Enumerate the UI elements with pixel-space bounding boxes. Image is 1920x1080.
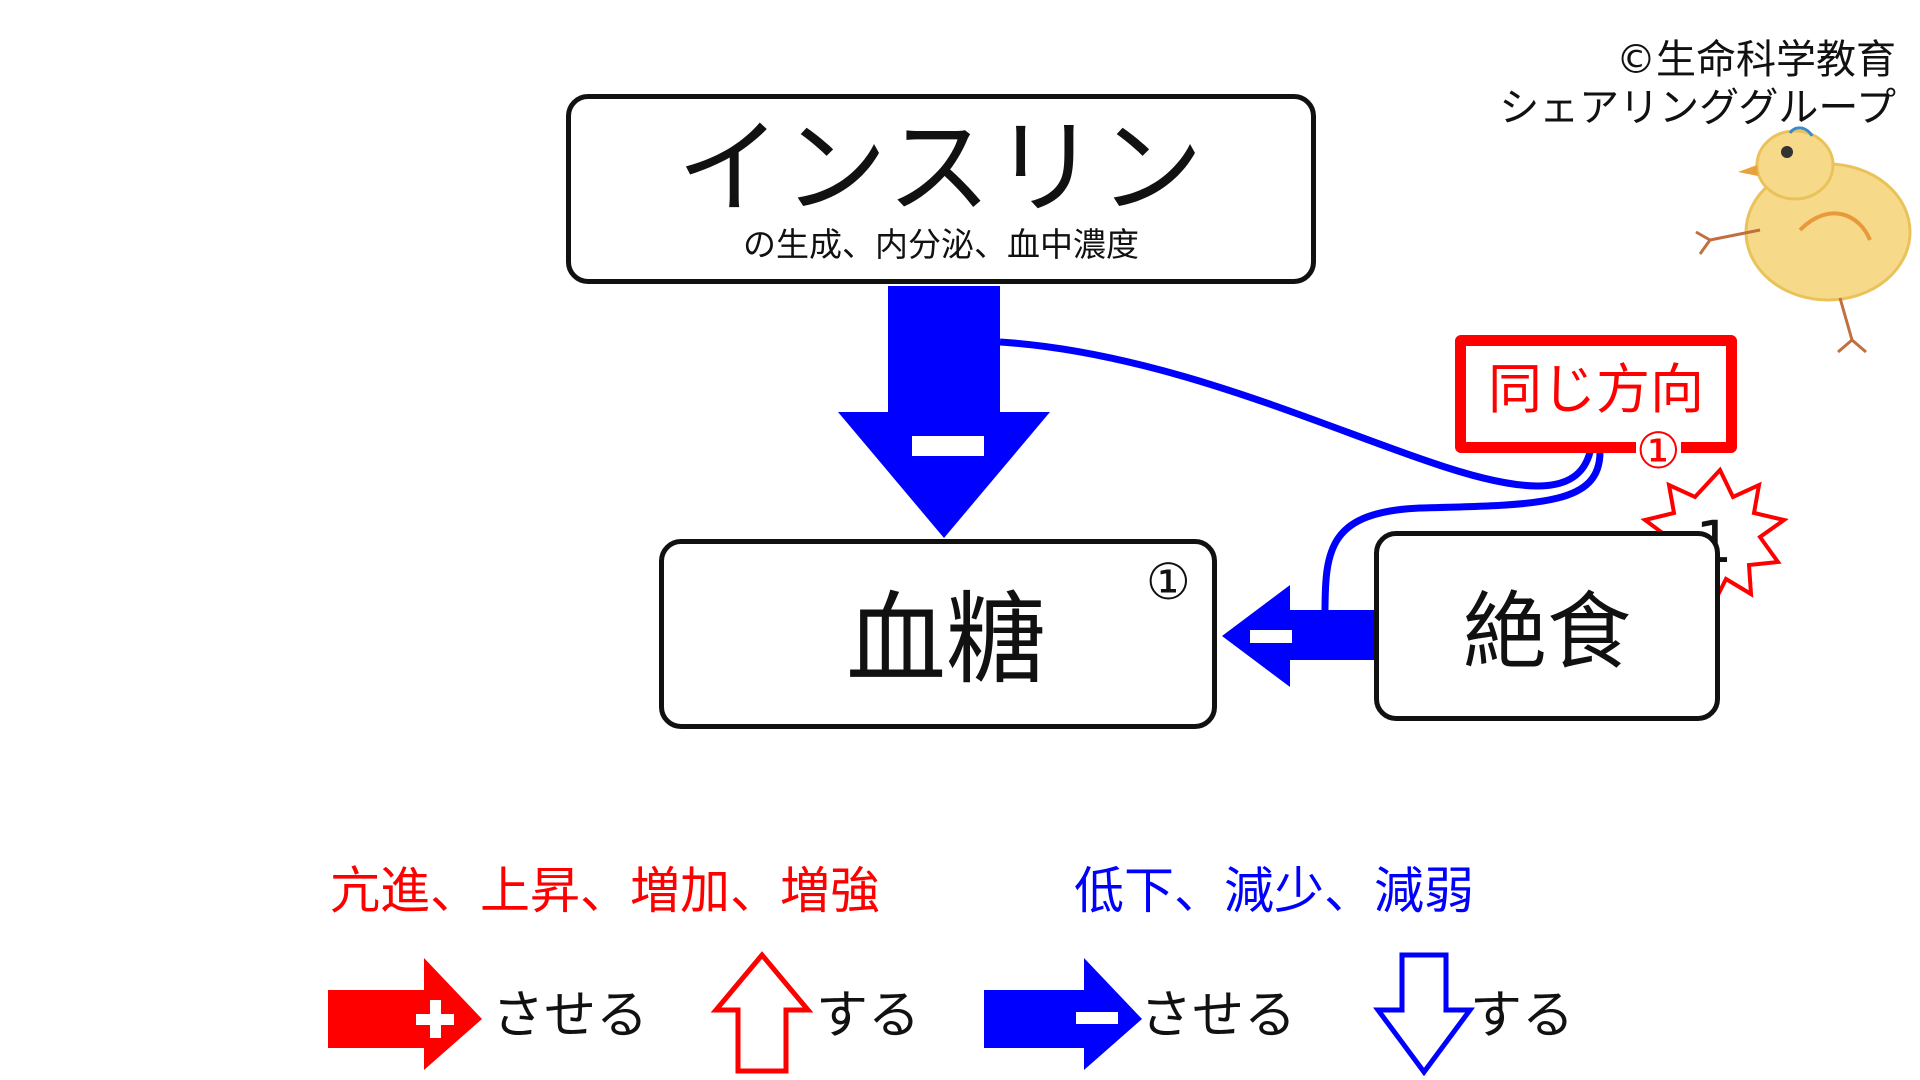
copyright-credit: ©生命科学教育 シェアリンググループ <box>1499 36 1896 132</box>
legend-positive-arrow-label: させる <box>492 986 649 1046</box>
legend-decrease-words: 低下、減少、減弱 <box>1074 862 1474 920</box>
insulin-arrow-minus-sign <box>912 436 984 456</box>
legend-down-arrow-label: する <box>1470 986 1575 1046</box>
legend-minus-sign <box>1076 1012 1118 1024</box>
fasting-arrow-minus-sign <box>1250 630 1292 643</box>
same-direction-to-fasting-arrow-line <box>1321 451 1604 613</box>
same-direction-label: 同じ方向 <box>1488 358 1704 421</box>
insulin-to-blood-sugar-arrow <box>838 286 1050 538</box>
blood-sugar-badge: ① <box>1146 553 1191 611</box>
legend-up-arrow-label: する <box>816 986 921 1046</box>
same-direction-badge: ① <box>1636 422 1681 480</box>
chick-doodle-icon <box>1695 126 1912 354</box>
same-direction-box: 同じ方向 <box>1455 335 1737 453</box>
legend-down-arrow-icon <box>1373 952 1475 1077</box>
legend-plus-vertical <box>430 1000 441 1038</box>
insulin-to-same-direction-line <box>999 338 1594 490</box>
insulin-subtitle: の生成、内分泌、血中濃度 <box>743 225 1139 264</box>
legend-positive-arrow-icon <box>328 958 482 1070</box>
insulin-title: インスリン <box>677 107 1205 229</box>
legend-negative-arrow-icon <box>984 958 1142 1070</box>
copyright-line-1: ©生命科学教育 <box>1616 37 1896 83</box>
fasting-label: 絶食 <box>1462 583 1631 681</box>
copyright-line-2: シェアリンググループ <box>1499 85 1896 131</box>
fasting-to-blood-sugar-arrow <box>1222 585 1374 687</box>
legend-negative-arrow-label: させる <box>1140 986 1297 1046</box>
legend-up-arrow-icon <box>710 951 814 1074</box>
fasting-node: 絶食 <box>1374 531 1720 721</box>
insulin-node: インスリン の生成、内分泌、血中濃度 <box>566 94 1316 284</box>
blood-sugar-node: 血糖 ① <box>659 539 1217 729</box>
legend-increase-words: 亢進、上昇、増加、増強 <box>330 862 880 920</box>
blood-sugar-label: 血糖 <box>846 581 1046 698</box>
